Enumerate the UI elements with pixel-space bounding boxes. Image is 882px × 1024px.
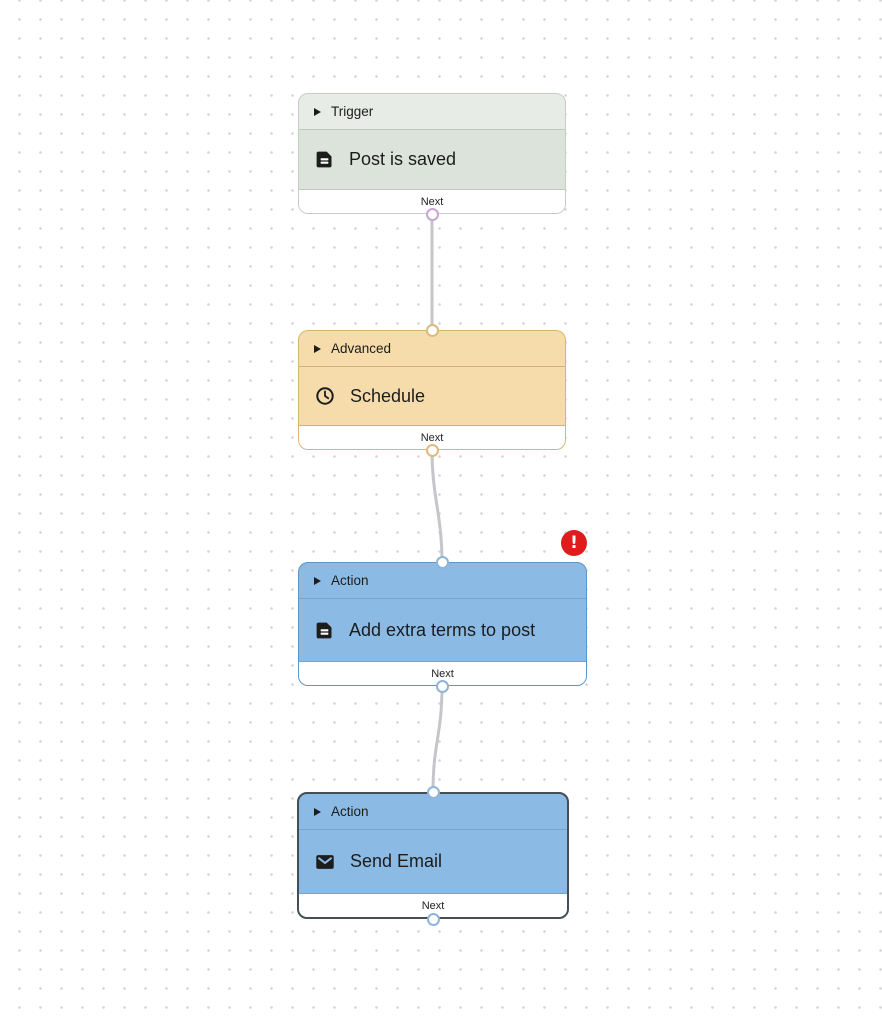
next-label: Next — [420, 431, 444, 444]
node-action-add-extra-terms[interactable]: Action Add extra terms to post Next — [298, 562, 587, 686]
collapse-triangle-icon[interactable] — [314, 576, 321, 585]
next-label: Next — [431, 667, 454, 680]
mail-icon — [314, 851, 336, 873]
output-port-action-add-extra-terms[interactable] — [435, 679, 449, 693]
node-trigger[interactable]: Trigger Post is saved Next — [298, 93, 566, 214]
node-header[interactable]: Action — [299, 794, 567, 830]
node-title: Schedule — [350, 385, 426, 406]
node-footer: Next — [299, 190, 565, 213]
collapse-triangle-icon[interactable] — [314, 107, 321, 116]
node-footer: Next — [299, 894, 567, 917]
note-icon — [314, 620, 335, 641]
input-port-advanced[interactable] — [425, 323, 439, 337]
node-advanced[interactable]: Advanced Schedule Next — [298, 330, 566, 450]
node-title: Send Email — [350, 851, 443, 871]
node-title: Post is saved — [349, 149, 457, 169]
node-footer: Next — [299, 662, 586, 685]
node-title: Add extra terms to post — [349, 619, 536, 640]
collapse-triangle-icon[interactable] — [314, 344, 321, 353]
node-body: Schedule — [299, 367, 565, 426]
error-badge-icon[interactable]: ! — [561, 530, 587, 556]
node-body: Post is saved — [299, 130, 565, 190]
edge-advanced-to-action[interactable] — [430, 448, 444, 564]
output-port-action-send-email[interactable] — [426, 912, 440, 926]
note-icon — [314, 149, 335, 170]
node-body: Send Email — [299, 830, 567, 894]
input-port-action-send-email[interactable] — [426, 785, 440, 799]
clock-icon — [314, 385, 336, 407]
input-port-action-add-extra-terms[interactable] — [435, 555, 449, 569]
output-port-trigger[interactable] — [425, 207, 439, 221]
node-header[interactable]: Action — [299, 563, 586, 599]
output-port-advanced[interactable] — [425, 443, 439, 457]
next-label: Next — [421, 899, 445, 912]
collapse-triangle-icon[interactable] — [314, 807, 321, 816]
node-header[interactable]: Advanced — [299, 331, 565, 367]
node-action-send-email[interactable]: Action Send Email Next — [297, 792, 569, 919]
next-label: Next — [420, 195, 444, 208]
node-body: Add extra terms to post — [299, 599, 586, 662]
node-footer: Next — [299, 426, 565, 449]
node-category-label: Action — [331, 804, 369, 819]
node-category-label: Action — [331, 573, 369, 588]
node-category-label: Advanced — [331, 341, 392, 356]
edge-action-to-action[interactable] — [431, 684, 444, 794]
node-header[interactable]: Trigger — [299, 94, 565, 130]
node-category-label: Trigger — [331, 104, 374, 119]
